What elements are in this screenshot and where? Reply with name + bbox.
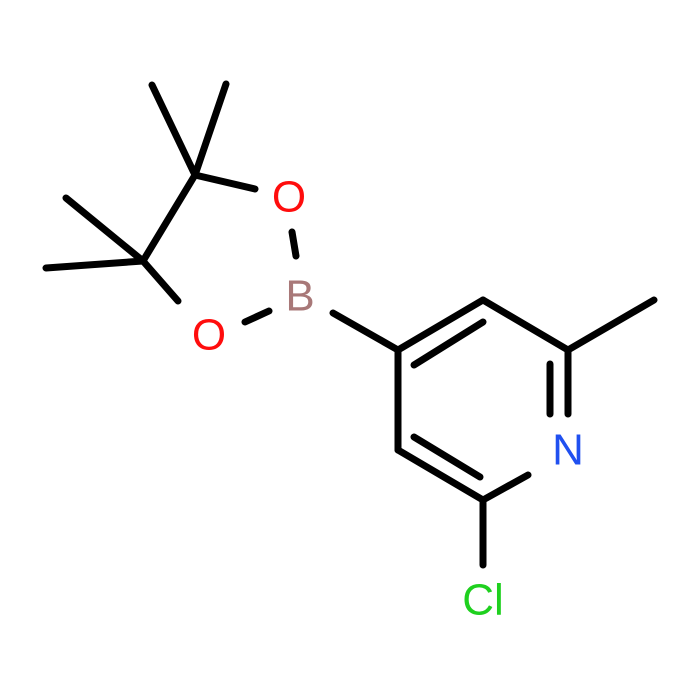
bond-c4-c5 — [139, 171, 199, 265]
atom-oxygen-upper: O — [272, 173, 306, 222]
atom-labels: O B O N Cl — [192, 173, 584, 625]
bond-c6-c5 — [394, 446, 487, 504]
bond-b-o2 — [241, 307, 273, 326]
atom-oxygen-lower: O — [192, 311, 226, 360]
bond-c5-o2 — [139, 257, 182, 305]
bond-o1-b — [288, 228, 300, 260]
bond-methyl-4 — [42, 257, 147, 272]
atom-boron: B — [285, 272, 314, 321]
bond-n-c6 — [479, 471, 532, 504]
bond-c4-c3 — [394, 296, 487, 354]
bond-methyl-1 — [148, 81, 199, 179]
bond-methyl-2 — [191, 80, 230, 179]
bond-c6-c5-inner — [410, 433, 484, 481]
atom-nitrogen: N — [552, 426, 584, 475]
atom-chlorine: Cl — [462, 576, 504, 625]
bond-c4-o1 — [191, 171, 259, 193]
bond-c2-methyl — [564, 296, 658, 354]
bond-methyl-3 — [62, 194, 147, 265]
bond-c4-c3-inner — [410, 318, 487, 369]
bonds — [42, 80, 658, 569]
bond-c3-c2 — [479, 296, 572, 354]
bond-b-c4py — [329, 309, 402, 354]
